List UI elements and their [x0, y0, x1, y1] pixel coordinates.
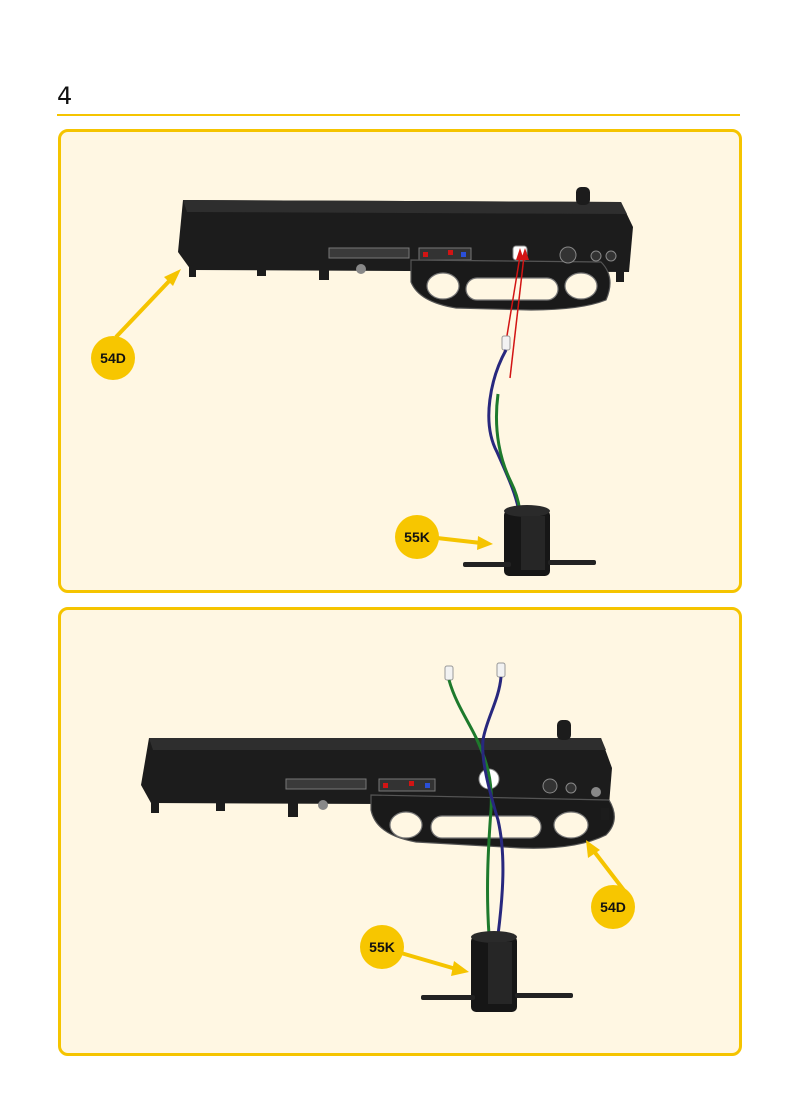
callout-54d: 54D [591, 885, 635, 929]
green-wire [494, 393, 522, 513]
instruction-panel-1: 54D 55K [58, 129, 742, 593]
panel-1-illustration [114, 187, 633, 576]
servo-icon [421, 931, 573, 1012]
connector-icon [501, 335, 511, 351]
panel-2-illustration [141, 662, 628, 1012]
header-rule [57, 114, 740, 116]
callout-55k: 55K [395, 515, 439, 559]
connector-icon [444, 662, 506, 681]
green-wire [447, 679, 493, 936]
callout-55k: 55K [360, 925, 404, 969]
chassis-board-icon [178, 187, 633, 311]
servo-icon [463, 505, 596, 576]
instruction-panel-2: 54D 55K [58, 607, 742, 1056]
arrow-icon [114, 269, 493, 550]
chassis-board-icon [141, 720, 615, 849]
step-number: 4 [57, 82, 73, 110]
callout-54d: 54D [91, 336, 135, 380]
blue-wire [481, 676, 505, 936]
